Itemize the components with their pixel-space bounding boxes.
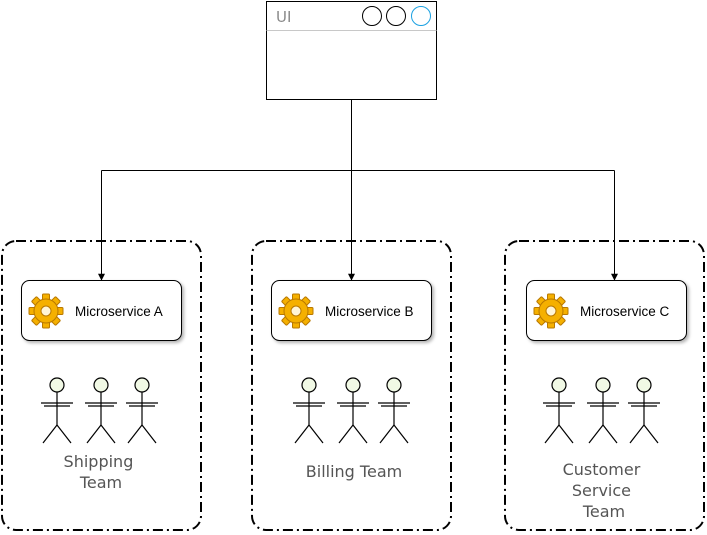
team-member-icon [627,377,661,444]
boundary-frame-a [1,240,202,531]
microservice-b-label: Microservice B [325,304,414,319]
gear-icon [533,293,569,329]
team-member-icon [84,377,118,444]
window-close-icon[interactable] [411,6,431,26]
team-label-billing: Billing Team [306,462,402,481]
team-member-icon [40,377,74,444]
microservice-c-box[interactable] [526,280,687,341]
team-boundary-a: Microservice A Shipping Team [1,240,202,531]
connectors [98,100,618,281]
ui-window-frame [266,1,437,100]
microservice-c-label: Microservice C [580,304,670,319]
ui-window: UI [266,1,437,100]
team-boundary-b: Microservice B Billing Team [251,240,452,531]
team-member-icon [377,377,411,444]
gear-icon [278,293,314,329]
team-member-icon [336,377,370,444]
ui-window-title: UI [276,8,291,26]
team-member-icon [542,377,576,444]
team-label-shipping: Shipping Team [64,452,139,492]
team-member-icon [292,377,326,444]
microservice-a-box[interactable] [21,280,182,341]
window-maximize-icon[interactable] [386,6,406,26]
team-label-customer-service: Customer Service Team [563,460,646,521]
window-minimize-icon[interactable] [362,6,382,26]
team-boundary-c: Microservice C Customer Service Team [504,240,705,531]
team-member-icon [125,377,159,444]
boundary-frame-c [504,240,705,531]
microservice-b-box[interactable] [271,280,432,341]
team-member-icon [586,377,620,444]
gear-icon [28,293,64,329]
boundary-frame-b [251,240,452,531]
microservice-a-label: Microservice A [75,304,163,319]
